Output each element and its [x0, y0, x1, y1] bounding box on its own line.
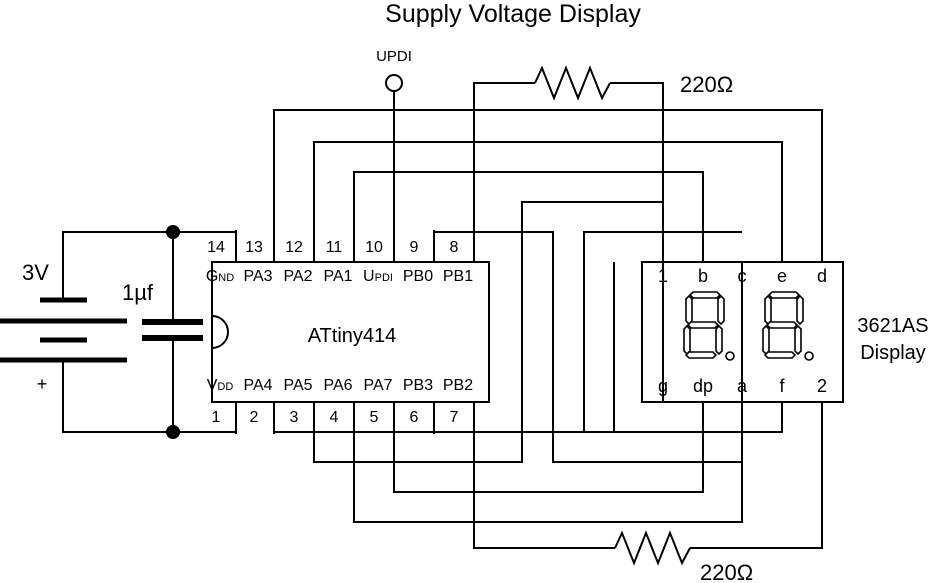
chip-top-pin-number: 12 — [285, 239, 303, 256]
chip-bottom-pin-number: 2 — [250, 409, 259, 426]
resistor-bottom-value: 220Ω — [700, 560, 753, 583]
chip-top-pin-name: GND — [206, 268, 234, 285]
display-segment — [794, 324, 802, 356]
display-segment — [715, 324, 723, 356]
chip-bottom-pin-name: PB2 — [443, 377, 473, 394]
chip-name-label: ATtiny414 — [308, 325, 397, 347]
chip-bottom-pin-number: 4 — [330, 409, 339, 426]
display-segment — [717, 294, 725, 326]
updi-pad — [385, 74, 403, 92]
display-top-pin-label: d — [817, 266, 827, 286]
resistor-top-value: 220Ω — [680, 72, 733, 97]
chip-top-pin-name: PB0 — [403, 268, 433, 285]
display-decimal-point — [804, 351, 814, 361]
display-bottom-pin-label: dp — [693, 376, 713, 396]
chip-body — [211, 261, 490, 403]
chip-bottom-pin-name: PA5 — [283, 377, 312, 394]
display-segment — [684, 351, 718, 359]
display-top-pin-label: b — [698, 266, 708, 286]
capacitor-value-label: 1µf — [122, 280, 154, 305]
chip-top-pin-name: PA1 — [323, 268, 352, 285]
chip-bottom-pin-number: 5 — [370, 409, 379, 426]
chip-bottom-pin-number: 6 — [410, 409, 419, 426]
resistor-bottom — [614, 530, 691, 566]
seven-segment-digit-2 — [762, 291, 814, 361]
display-segment — [686, 321, 720, 329]
chip-bottom-pin-number: 7 — [450, 409, 459, 426]
updi-label: UPDI — [376, 48, 412, 65]
chip-top-pin-number: 11 — [326, 239, 343, 256]
chip-bottom-pin-number: 1 — [212, 409, 221, 426]
display-segment — [796, 294, 804, 326]
display-decimal-point — [725, 351, 735, 361]
junction-dot-top — [166, 225, 180, 239]
chip-bottom-pin-number: 3 — [290, 409, 299, 426]
display-top-pin-label: e — [777, 266, 787, 286]
chip-top-pin-name: PA2 — [283, 268, 312, 285]
display-word-label: Display — [860, 342, 926, 364]
chip-top-pin-number: 14 — [207, 239, 225, 256]
signal-wiring — [273, 82, 823, 549]
seven-segment-digit-1 — [683, 291, 735, 361]
display-segment — [685, 294, 693, 326]
display-segment — [765, 321, 799, 329]
chip-bottom-pin-name: VDD — [207, 377, 234, 394]
display-segment — [683, 324, 691, 356]
resistor-top — [534, 65, 611, 101]
display-body — [641, 261, 844, 403]
display-bottom-pin-label: 2 — [817, 376, 827, 396]
capacitor — [142, 319, 203, 341]
chip-bottom-pin-name: PA6 — [323, 377, 352, 394]
chip-top-pin-name: PB1 — [443, 268, 473, 285]
display-segment — [762, 324, 770, 356]
chip-bottom-pin-name: PB3 — [403, 377, 433, 394]
chip-top-pin-number: 10 — [365, 239, 383, 256]
chip-bottom-pin-name: PA7 — [363, 377, 392, 394]
display-segment — [767, 291, 801, 299]
chip-top-pin-number: 13 — [245, 239, 263, 256]
display-part-label: 3621AS — [857, 315, 928, 337]
battery — [0, 297, 127, 363]
chip-top-pin-name: UPDI — [363, 268, 393, 285]
chip-notch — [211, 315, 229, 349]
display-bottom-pin-label: f — [779, 376, 785, 396]
battery-voltage-label: 3V — [22, 260, 49, 285]
chip-bottom-pin-name: PA4 — [243, 377, 272, 394]
chip-top-pin-name: PA3 — [243, 268, 272, 285]
display-segment — [763, 351, 797, 359]
chip-top-pin-number: 8 — [450, 239, 459, 256]
display-segment — [688, 291, 722, 299]
power-wiring — [62, 225, 237, 439]
diagram-title: Supply Voltage Display — [385, 0, 641, 28]
battery-plus-label: + — [37, 374, 48, 394]
junction-dot-bottom — [166, 425, 180, 439]
chip-top-pin-number: 9 — [410, 239, 419, 256]
display-segment — [764, 294, 772, 326]
